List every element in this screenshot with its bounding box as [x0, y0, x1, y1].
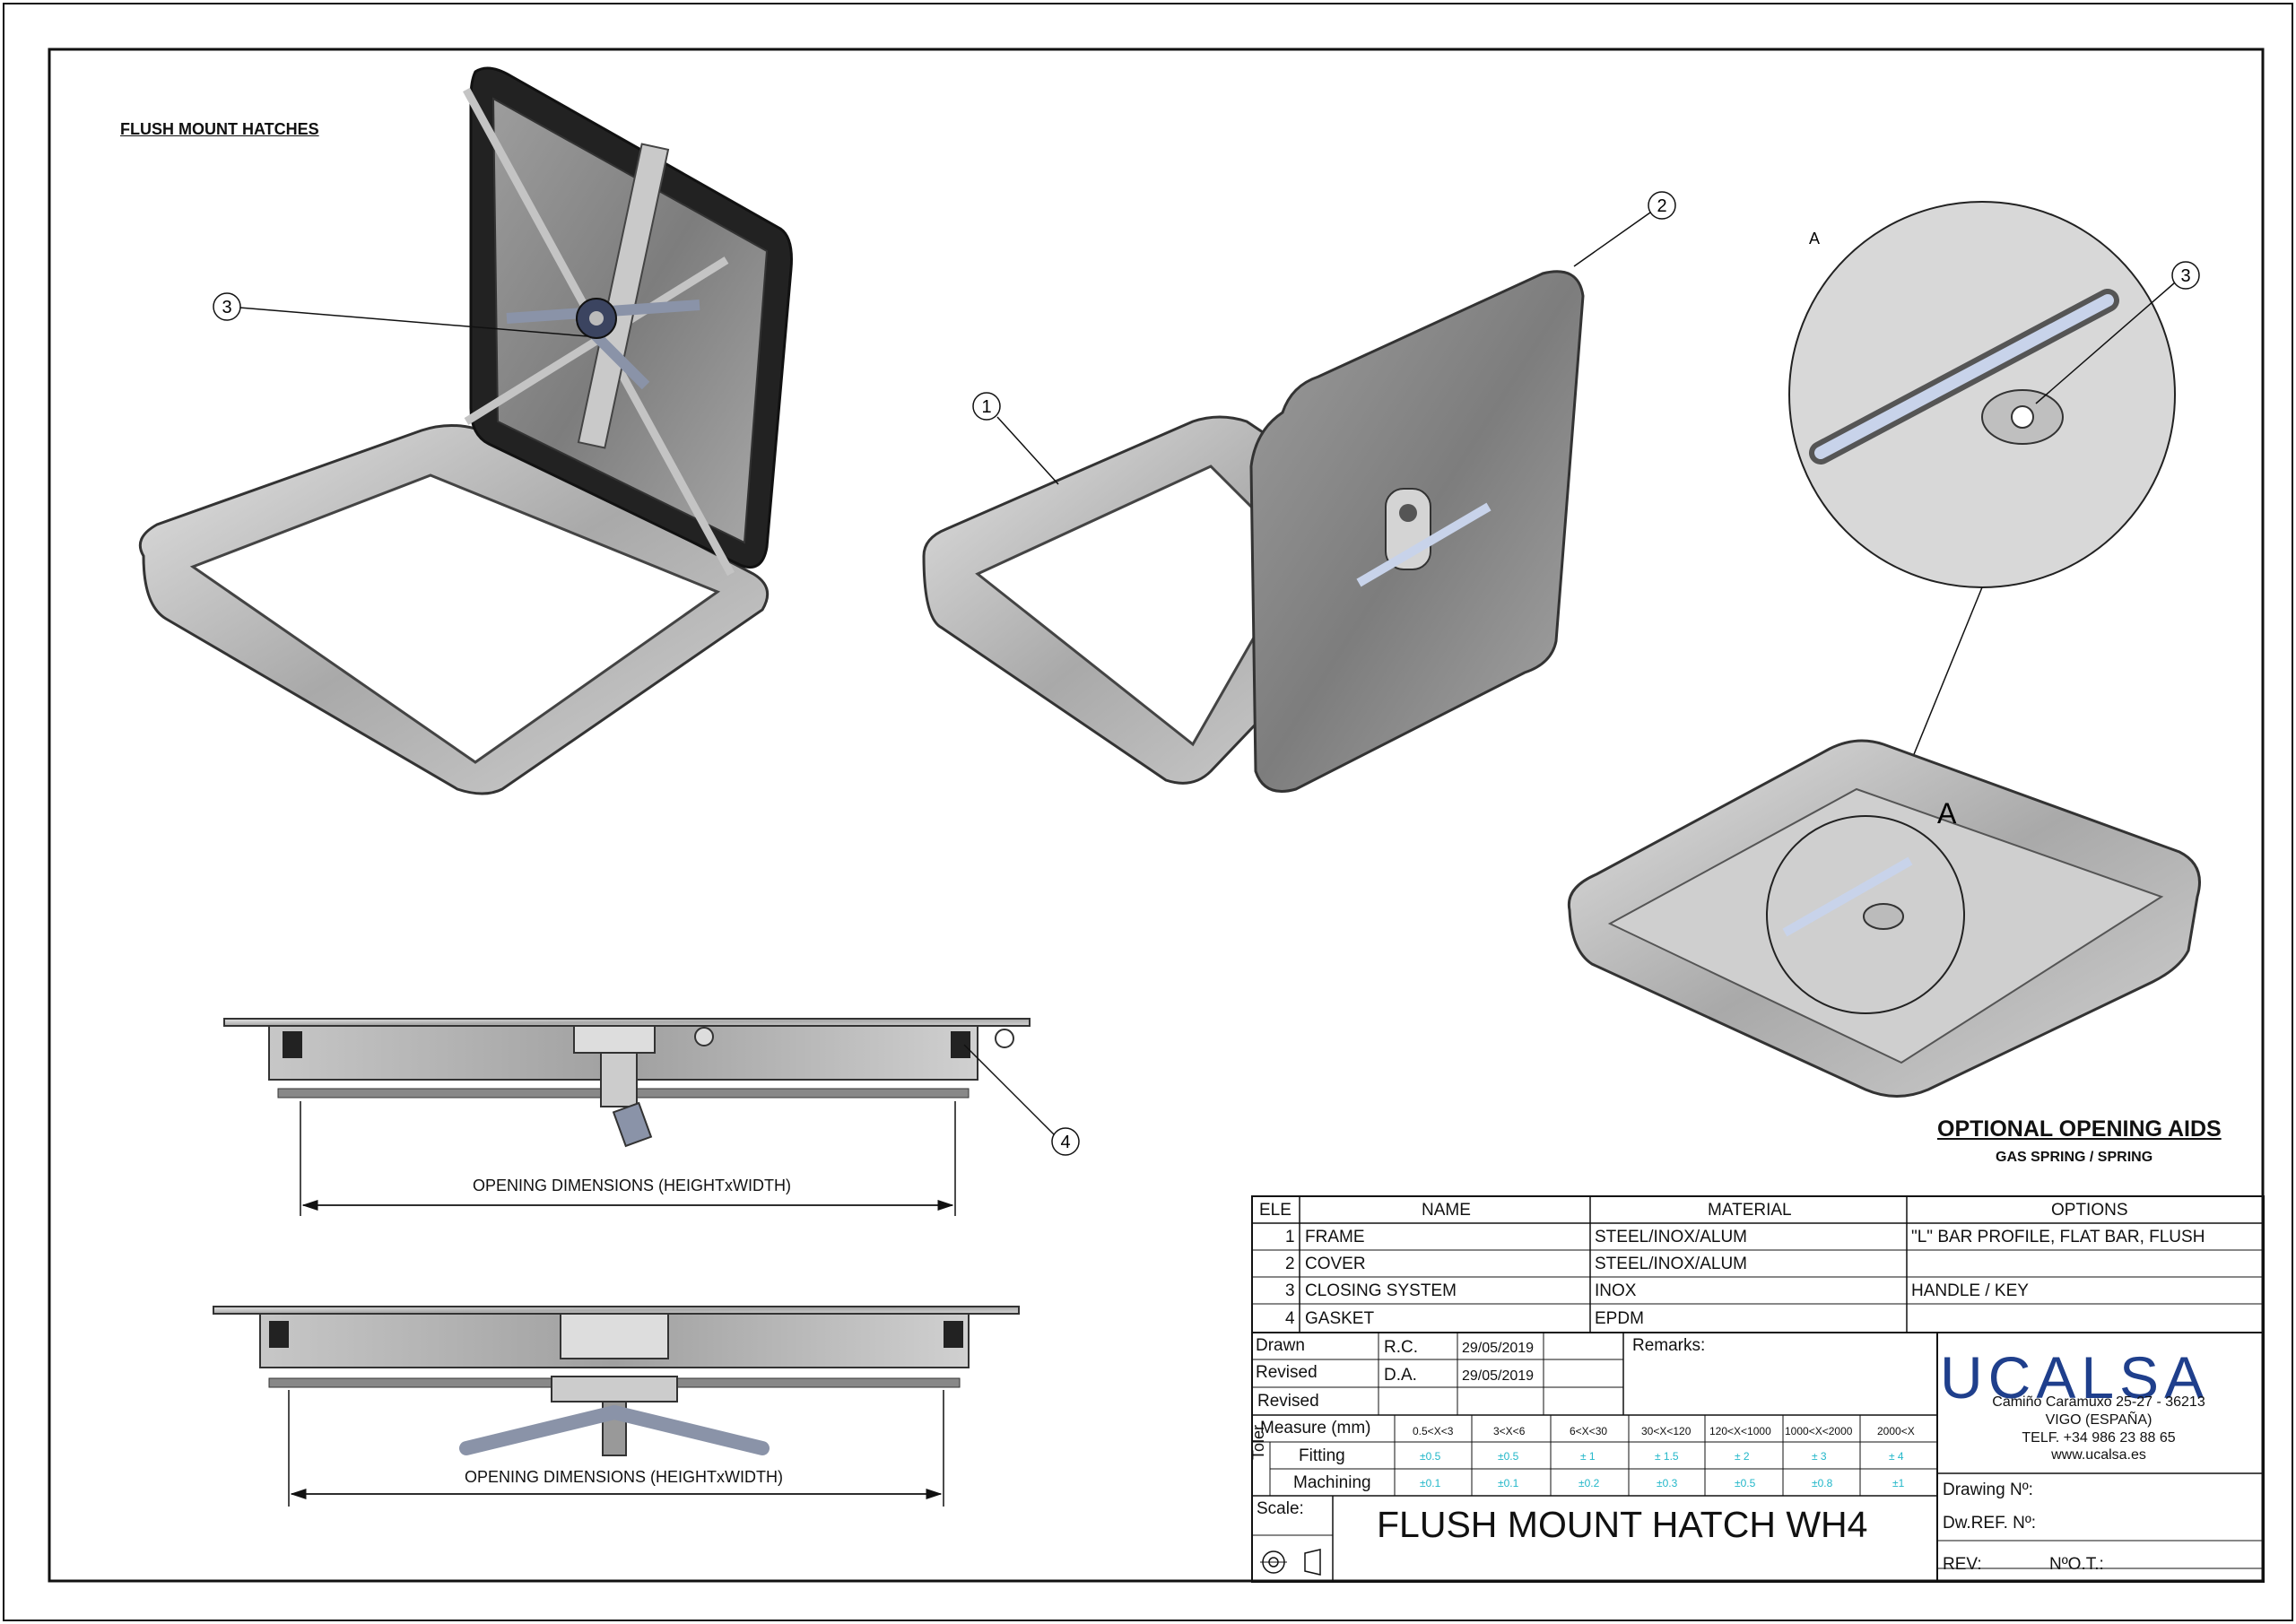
bom-row-1-ele: 1 [1285, 1228, 1295, 1246]
machining-2: ±0.1 [1498, 1477, 1519, 1489]
section-view-handle [223, 1018, 1031, 1148]
bom-row-3-name: CLOSING SYSTEM [1305, 1281, 1457, 1300]
bom-row-3-ele: 3 [1285, 1281, 1295, 1300]
fitting-label: Fitting [1299, 1446, 1345, 1465]
bom-row-1-name: FRAME [1305, 1228, 1365, 1246]
hatch-open-view [138, 66, 793, 795]
range-5: 120<X<1000 [1709, 1425, 1771, 1437]
revised-by: D.A. [1384, 1366, 1417, 1385]
optional-opening-aids-subtitle: GAS SPRING / SPRING [1996, 1150, 2153, 1165]
bom-row-4-material: EPDM [1595, 1309, 1644, 1328]
drawn-date: 29/05/2019 [1462, 1341, 1535, 1356]
fitting-2: ±0.5 [1498, 1450, 1519, 1463]
machining-5: ±0.5 [1735, 1477, 1756, 1489]
revised-label: Revised [1256, 1363, 1318, 1382]
fitting-3: ± 1 [1580, 1450, 1596, 1463]
detail-a-big-label: A [1937, 797, 1957, 829]
revised-2-label: Revised [1257, 1392, 1319, 1411]
callout-4-label: 4 [1060, 1133, 1070, 1152]
dimension-line-1 [300, 1101, 956, 1216]
callout-2-label: 2 [1657, 196, 1666, 216]
address-line-3: TELF. +34 986 23 88 65 [2022, 1430, 2176, 1446]
range-4: 30<X<120 [1641, 1425, 1692, 1437]
callout-3-b-label: 3 [2180, 266, 2190, 286]
bom-row-1-material: STEEL/INOX/ALUM [1595, 1228, 1747, 1246]
title-block-grid [1251, 1195, 2265, 1583]
callout-2: 2 [1573, 191, 1676, 267]
drawn-by: R.C. [1384, 1338, 1418, 1357]
bom-row-2-material: STEEL/INOX/ALUM [1595, 1255, 1747, 1273]
bom-row-3-material: INOX [1595, 1281, 1637, 1300]
fitting-4: ± 1.5 [1655, 1450, 1679, 1463]
revised-date: 29/05/2019 [1462, 1368, 1535, 1384]
range-2: 3<X<6 [1493, 1425, 1526, 1437]
bom-header-material: MATERIAL [1708, 1201, 1792, 1220]
callout-3-b: 3 [2171, 261, 2200, 290]
range-6: 1000<X<2000 [1785, 1425, 1853, 1437]
range-7: 2000<X [1877, 1425, 1915, 1437]
callout-3-a: 3 [213, 292, 588, 337]
machining-7: ±1 [1892, 1477, 1905, 1489]
ot-label: NºO.T.: [2049, 1555, 2104, 1574]
fitting-7: ± 4 [1889, 1450, 1904, 1463]
fitting-5: ± 2 [1735, 1450, 1750, 1463]
bom-row-4-name: GASKET [1305, 1309, 1375, 1328]
address-line-4: www.ucalsa.es [2051, 1447, 2146, 1463]
optional-opening-aids-title: OPTIONAL OPENING AIDS [1937, 1116, 2222, 1142]
address-line-1: Camiño Caramuxo 25-27 - 36213 [1992, 1394, 2205, 1410]
bom-row-4-ele: 4 [1285, 1309, 1295, 1328]
detail-a-small-label: A [1809, 230, 1820, 248]
bom-row-2-ele: 2 [1285, 1255, 1295, 1273]
drawing-no-label: Drawing Nº: [1943, 1481, 2033, 1499]
measure-label: Measure (mm) [1260, 1419, 1371, 1437]
dwref-label: Dw.REF. Nº: [1943, 1514, 2037, 1533]
detail-a-view [1788, 201, 2176, 808]
bom-header-name: NAME [1422, 1201, 1471, 1220]
rev-label: REV: [1943, 1555, 1982, 1574]
toler-label: Toler. [1249, 1420, 1267, 1460]
drawing-title: FLUSH MOUNT HATCH WH4 [1377, 1504, 1868, 1545]
bom-header-options: OPTIONS [2051, 1201, 2128, 1220]
hatch-raised-view [922, 270, 1585, 793]
remarks-label: Remarks: [1632, 1336, 1706, 1355]
company-logo: UCALSA [1940, 1344, 2210, 1411]
hatch-closed-view [1567, 739, 2201, 1098]
callout-3-a-label: 3 [222, 298, 231, 317]
machining-1: ±0.1 [1420, 1477, 1441, 1489]
sheet-heading: FLUSH MOUNT HATCHES [120, 120, 319, 138]
drawn-label: Drawn [1256, 1336, 1305, 1355]
fitting-1: ±0.5 [1420, 1450, 1441, 1463]
machining-3: ±0.2 [1578, 1477, 1600, 1489]
opening-dimensions-label-2: OPENING DIMENSIONS (HEIGHTxWIDTH) [465, 1468, 783, 1486]
projection-symbol-icon [1260, 1549, 1321, 1576]
bom-header-ele: ELE [1259, 1201, 1292, 1220]
machining-6: ±0.8 [1812, 1477, 1833, 1489]
bom-row-2-name: COVER [1305, 1255, 1366, 1273]
machining-label: Machining [1293, 1473, 1371, 1492]
machining-4: ±0.3 [1657, 1477, 1678, 1489]
bom-row-3-options: HANDLE / KEY [1911, 1281, 2029, 1300]
range-3: 6<X<30 [1570, 1425, 1608, 1437]
dimension-line-2 [288, 1390, 944, 1507]
bom-row-1-options: "L" BAR PROFILE, FLAT BAR, FLUSH [1911, 1228, 2205, 1246]
fitting-6: ± 3 [1812, 1450, 1827, 1463]
section-view-key [213, 1306, 1020, 1456]
callout-1: 1 [972, 392, 1059, 485]
callout-1-label: 1 [981, 397, 991, 417]
range-1: 0.5<X<3 [1413, 1425, 1454, 1437]
address-line-2: VIGO (ESPAÑA) [2045, 1412, 2152, 1428]
callout-4: 4 [963, 1044, 1080, 1156]
scale-label: Scale: [1257, 1499, 1304, 1518]
opening-dimensions-label-1: OPENING DIMENSIONS (HEIGHTxWIDTH) [473, 1177, 791, 1194]
